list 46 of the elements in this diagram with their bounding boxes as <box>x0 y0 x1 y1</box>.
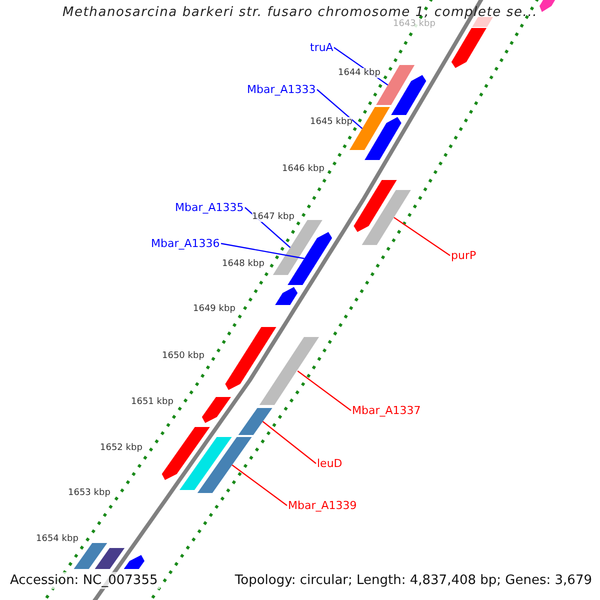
tick-label: 1646 kbp <box>282 164 324 174</box>
gene-label: Mbar_A1337 <box>352 404 421 417</box>
gene-block <box>354 180 397 232</box>
tick-label: 1645 kbp <box>310 117 352 127</box>
gene-label: Mbar_A1333 <box>247 83 316 96</box>
tick-label: 1653 kbp <box>68 488 110 498</box>
gene-label: purP <box>451 249 476 262</box>
gene-block <box>238 408 272 435</box>
leader-line <box>262 421 316 464</box>
gene-block <box>162 427 210 480</box>
gene-block <box>362 190 411 245</box>
gene-block <box>74 543 108 569</box>
leader-line <box>394 217 450 256</box>
leader-line <box>232 464 288 506</box>
leader-line <box>297 370 352 411</box>
gene-block <box>364 117 402 160</box>
gene-block <box>272 220 322 275</box>
tick-label: 1647 kbp <box>252 212 294 222</box>
tick-label: 1650 kbp <box>162 351 204 361</box>
tick-label: 1651 kbp <box>131 397 174 407</box>
gene-block <box>451 28 486 68</box>
gene-block <box>259 337 319 405</box>
tick-label: 1648 kbp <box>222 259 264 269</box>
gene-block <box>225 327 276 390</box>
leader-line <box>316 89 363 129</box>
gene-block <box>180 437 232 490</box>
gene-label: Mbar_A1336 <box>151 237 220 250</box>
gene-block <box>202 397 231 423</box>
gene-block <box>391 75 426 115</box>
gene-label: Mbar_A1335 <box>175 201 244 214</box>
leader-line <box>220 242 304 260</box>
gene-block <box>288 232 332 285</box>
tick-label: 1644 kbp <box>338 68 380 78</box>
gene-block <box>124 555 144 569</box>
gene-block <box>197 437 252 493</box>
footer-text: Topology: circular; Length: 4,837,408 bp; Genes: 3,679 <box>232 572 594 589</box>
tick-label: 1654 kbp <box>36 534 78 544</box>
gene-label: truA <box>310 41 334 54</box>
tick-label: 1643 kbp <box>393 19 436 29</box>
gene-label: leuD <box>317 457 342 470</box>
gene-block <box>94 548 125 569</box>
footer-text: Accession: NC_007355 <box>8 572 160 589</box>
tick-label: 1652 kbp <box>100 443 142 453</box>
gene-label: Mbar_A1339 <box>288 499 357 512</box>
tick-label: 1649 kbp <box>193 304 236 314</box>
gene-block <box>275 287 298 305</box>
